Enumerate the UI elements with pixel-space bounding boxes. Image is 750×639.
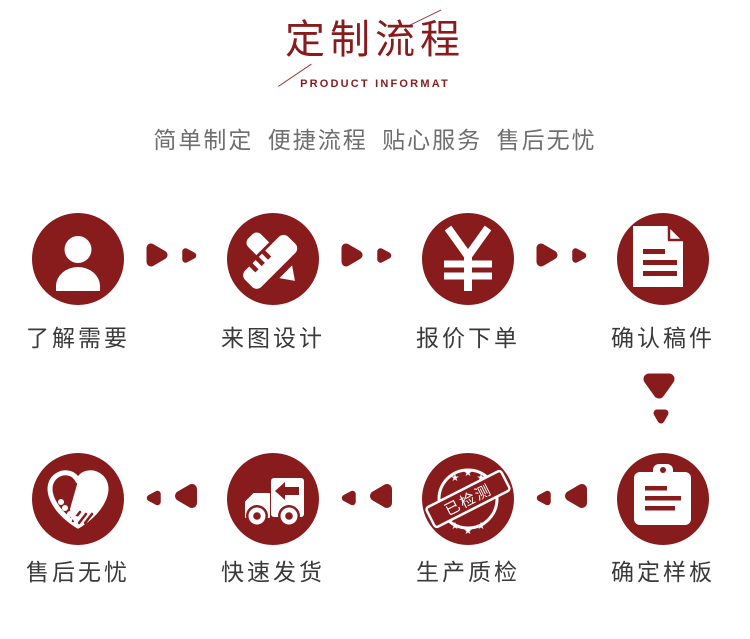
svg-text:★: ★: [477, 521, 486, 532]
step-label: 确定样板: [611, 559, 715, 585]
clipboard-icon: [617, 453, 709, 545]
step-confirm-draft: [617, 213, 709, 305]
step-fast-shipping: [227, 453, 319, 545]
flow-arrow-left-large-icon: [370, 484, 392, 508]
flow-arrow-down-small-icon: [653, 409, 669, 424]
flow-arrow-right-large-icon: [536, 243, 558, 267]
step-label: 了解需要: [26, 325, 130, 351]
ruler-pencil-icon: [227, 213, 319, 305]
yuan-icon: [422, 213, 514, 305]
svg-text:★: ★: [451, 473, 460, 484]
flow-arrow-right-large-icon: [341, 243, 363, 267]
flow-arrow-right-large-icon: [146, 243, 168, 267]
step-label: 确认稿件: [611, 325, 715, 351]
step-label: 来图设计: [221, 325, 325, 351]
delivery-truck-icon: [227, 453, 319, 545]
step-label: 报价下单: [416, 325, 520, 351]
handshake-heart-icon: [32, 453, 124, 545]
flow-arrow-left-small-icon: [536, 490, 551, 506]
section-title: 定制流程: [285, 18, 465, 62]
svg-text:★: ★: [464, 468, 473, 479]
step-confirm-sample: [617, 453, 709, 545]
flow-arrow-left-large-icon: [565, 484, 587, 508]
user-icon: [32, 213, 124, 305]
flow-arrow-left-small-icon: [146, 490, 161, 506]
step-production-qc: ★★★ ★★★ 已检测: [422, 453, 514, 545]
document-icon: [617, 213, 709, 305]
svg-text:★: ★: [451, 521, 460, 532]
section-subtitle: PRODUCT INFORMAT: [300, 78, 450, 90]
flow-arrow-right-small-icon: [182, 248, 197, 263]
flow-arrow-right-small-icon: [572, 248, 587, 263]
section-tagline: 简单制定 便捷流程 贴心服务 售后无忧: [153, 127, 597, 153]
flow-arrow-right-small-icon: [377, 248, 392, 263]
step-understand-needs: [32, 213, 124, 305]
flow-arrow-left-large-icon: [175, 484, 197, 508]
step-quote-and-order: [422, 213, 514, 305]
svg-text:★: ★: [464, 526, 473, 537]
step-design-from-drawing: [227, 213, 319, 305]
step-worry-free-aftersales: [32, 453, 124, 545]
flow-arrow-left-small-icon: [341, 490, 356, 506]
inspection-stamp-icon: ★★★ ★★★ 已检测: [422, 453, 514, 545]
step-label: 售后无忧: [26, 559, 130, 585]
step-label: 生产质检: [416, 559, 520, 585]
svg-text:★: ★: [477, 473, 486, 484]
step-label: 快速发货: [221, 559, 325, 585]
flow-arrow-down-large-icon: [643, 373, 675, 399]
